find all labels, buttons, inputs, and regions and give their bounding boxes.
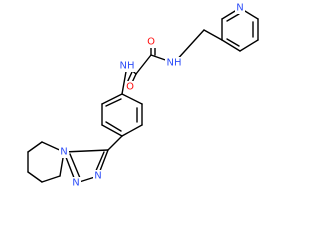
triazole-nitrogen-b: N (71, 177, 81, 189)
bond-line (41, 175, 61, 183)
bond-line (101, 124, 123, 137)
bond-line (226, 38, 240, 47)
atom-label-layer: O O NH NH N N N N (59, 2, 245, 189)
nh-label-left: NH (120, 61, 135, 72)
bond-line (121, 124, 143, 137)
bond-line (203, 29, 223, 41)
bond-line (226, 13, 240, 22)
oxygen-atom-top: O (146, 36, 156, 48)
amide-nitrogen-left: NH (118, 60, 136, 72)
triazole-n-label-a: N (94, 171, 101, 182)
bond-line (135, 54, 152, 75)
bond-line (69, 153, 81, 179)
bond-line (239, 39, 259, 52)
triazole-fused-n-label: N (60, 147, 67, 158)
bond-line (27, 171, 43, 183)
pyridine-n-label: N (236, 3, 243, 14)
triazole-n-label-b: N (72, 178, 79, 189)
molecule-structure-diagram: O O NH NH N N N N (27, 2, 259, 189)
oxygen-label-top: O (147, 37, 155, 48)
bond-line (105, 121, 122, 132)
nh-label-right: NH (167, 58, 182, 69)
bond-line (27, 141, 43, 153)
bond-line (94, 151, 105, 174)
bond-line (63, 149, 109, 153)
bond-line (107, 135, 123, 151)
triazole-nitrogen-a: N (93, 170, 103, 182)
bond-line (101, 93, 123, 105)
triazole-fused-nitrogen: N (59, 146, 69, 158)
amide-nitrogen-right: NH (165, 57, 183, 69)
bond-line (221, 39, 241, 52)
bond-line (121, 93, 143, 105)
oxygen-label-bottom: O (126, 82, 134, 93)
bond-line (105, 98, 122, 107)
oxygen-atom-bottom: O (125, 81, 135, 93)
pyridine-nitrogen: N (235, 2, 245, 14)
